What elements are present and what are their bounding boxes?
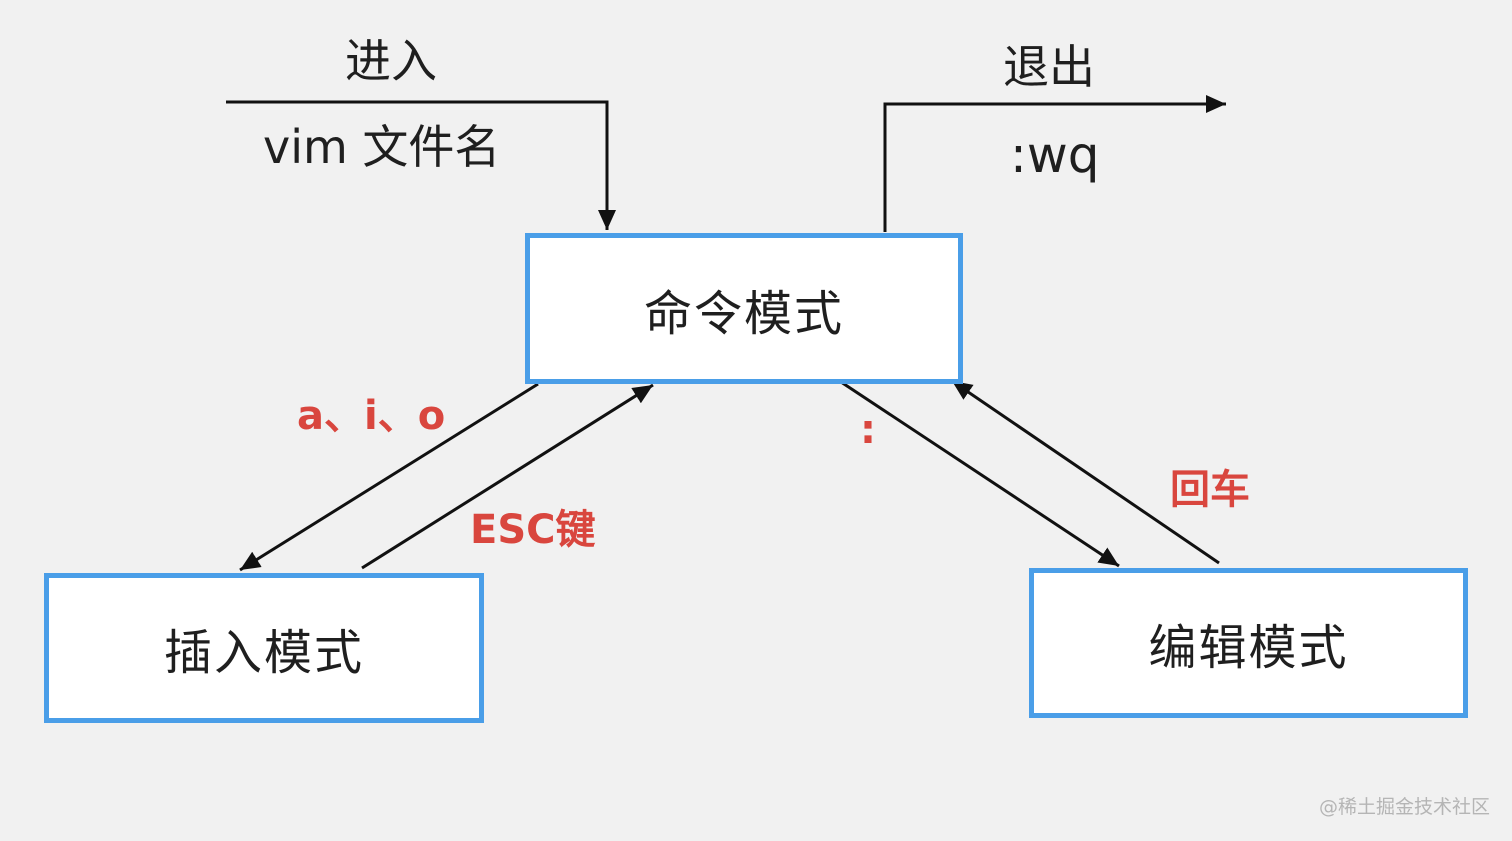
- from-insert-arrow: [361, 383, 654, 570]
- exit-command: :wq: [1010, 126, 1100, 184]
- command-mode-label: 命令模式: [643, 285, 844, 342]
- insert-mode-label: 插入模式: [163, 625, 364, 681]
- enter-arrow: [226, 100, 616, 230]
- watermark: @稀土掘金技术社区: [1318, 796, 1490, 818]
- from-insert-key: ESC键: [470, 507, 596, 553]
- to-edit-key: :: [860, 407, 876, 453]
- from-edit-key: 回车: [1170, 467, 1250, 513]
- from-edit-arrow: [951, 379, 1220, 565]
- to-edit-arrow: [837, 378, 1120, 568]
- command-mode-box: 命令模式: [525, 233, 963, 384]
- exit-title: 退出: [1003, 40, 1095, 94]
- exit-arrow: [883, 95, 1226, 232]
- edit-mode-label: 编辑模式: [1148, 620, 1349, 676]
- to-insert-arrow: [239, 382, 539, 572]
- enter-title: 进入: [345, 34, 437, 88]
- enter-command: vim 文件名: [263, 120, 501, 174]
- to-insert-keys: a、i、o: [297, 393, 446, 439]
- insert-mode-box: 插入模式: [44, 573, 484, 723]
- edit-mode-box: 编辑模式: [1029, 568, 1468, 718]
